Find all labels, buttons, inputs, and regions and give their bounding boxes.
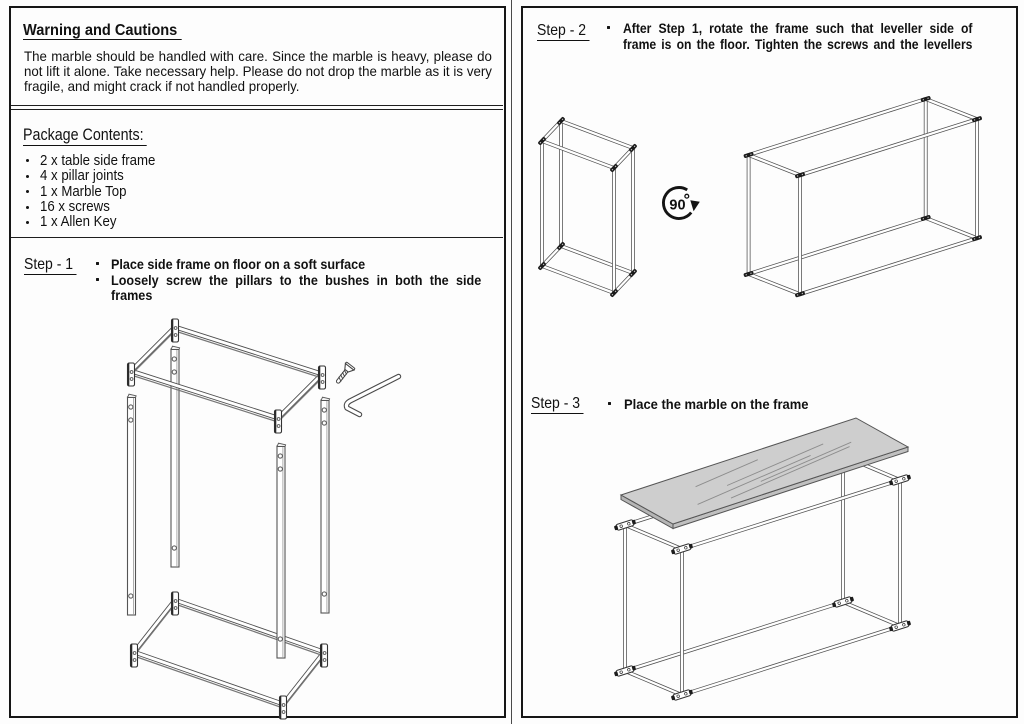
svg-text:90: 90 xyxy=(669,198,685,214)
